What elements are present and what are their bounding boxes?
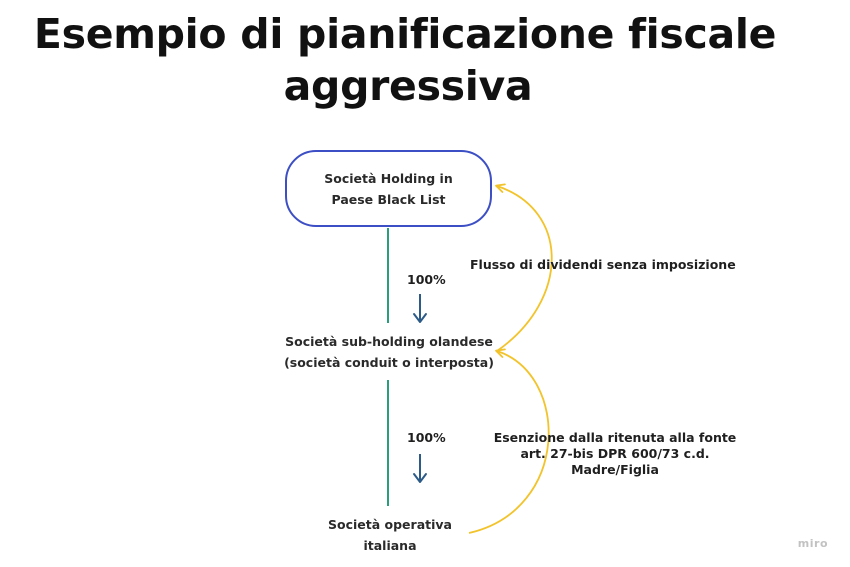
holding-node-box[interactable]	[285, 150, 492, 227]
page-title: Esempio di pianificazione fiscale aggres…	[0, 8, 810, 112]
subholding-line-2: (società conduit o interposta)	[284, 355, 494, 370]
ownership-pct-lower: 100%	[407, 430, 446, 445]
exemption-line-1: Esenzione dalla ritenuta alla fonte	[493, 430, 737, 445]
holding-node-label: Società Holding in Paese Black List	[286, 168, 491, 210]
dividend-flow-arrow-upper	[495, 183, 553, 352]
dividend-flow-arrow-lower	[468, 348, 550, 534]
holding-line-2: Paese Black List	[331, 192, 446, 207]
title-line-2: aggressiva	[283, 62, 533, 110]
exemption-annotation: Esenzione dalla ritenuta alla fonte art.…	[490, 430, 740, 478]
down-arrow-upper-icon	[413, 294, 427, 323]
dividend-flow-annotation: Flusso di dividendi senza imposizione	[470, 257, 736, 272]
title-line-1: Esempio di pianificazione fiscale	[33, 10, 777, 58]
operativa-line-2: italiana	[363, 538, 417, 553]
down-arrow-lower-icon	[413, 454, 427, 483]
exemption-line-3: Madre/Figlia	[571, 462, 659, 477]
operativa-node-label: Società operativa italiana	[305, 514, 475, 556]
ownership-pct-upper: 100%	[407, 272, 446, 287]
operativa-line-1: Società operativa	[328, 517, 452, 532]
exemption-line-2: art. 27-bis DPR 600/73 c.d.	[520, 446, 710, 461]
subholding-line-1: Società sub-holding olandese	[285, 334, 493, 349]
subholding-node-label: Società sub-holding olandese (società co…	[268, 331, 510, 373]
holding-line-1: Società Holding in	[324, 171, 453, 186]
miro-watermark: miro	[797, 537, 828, 550]
